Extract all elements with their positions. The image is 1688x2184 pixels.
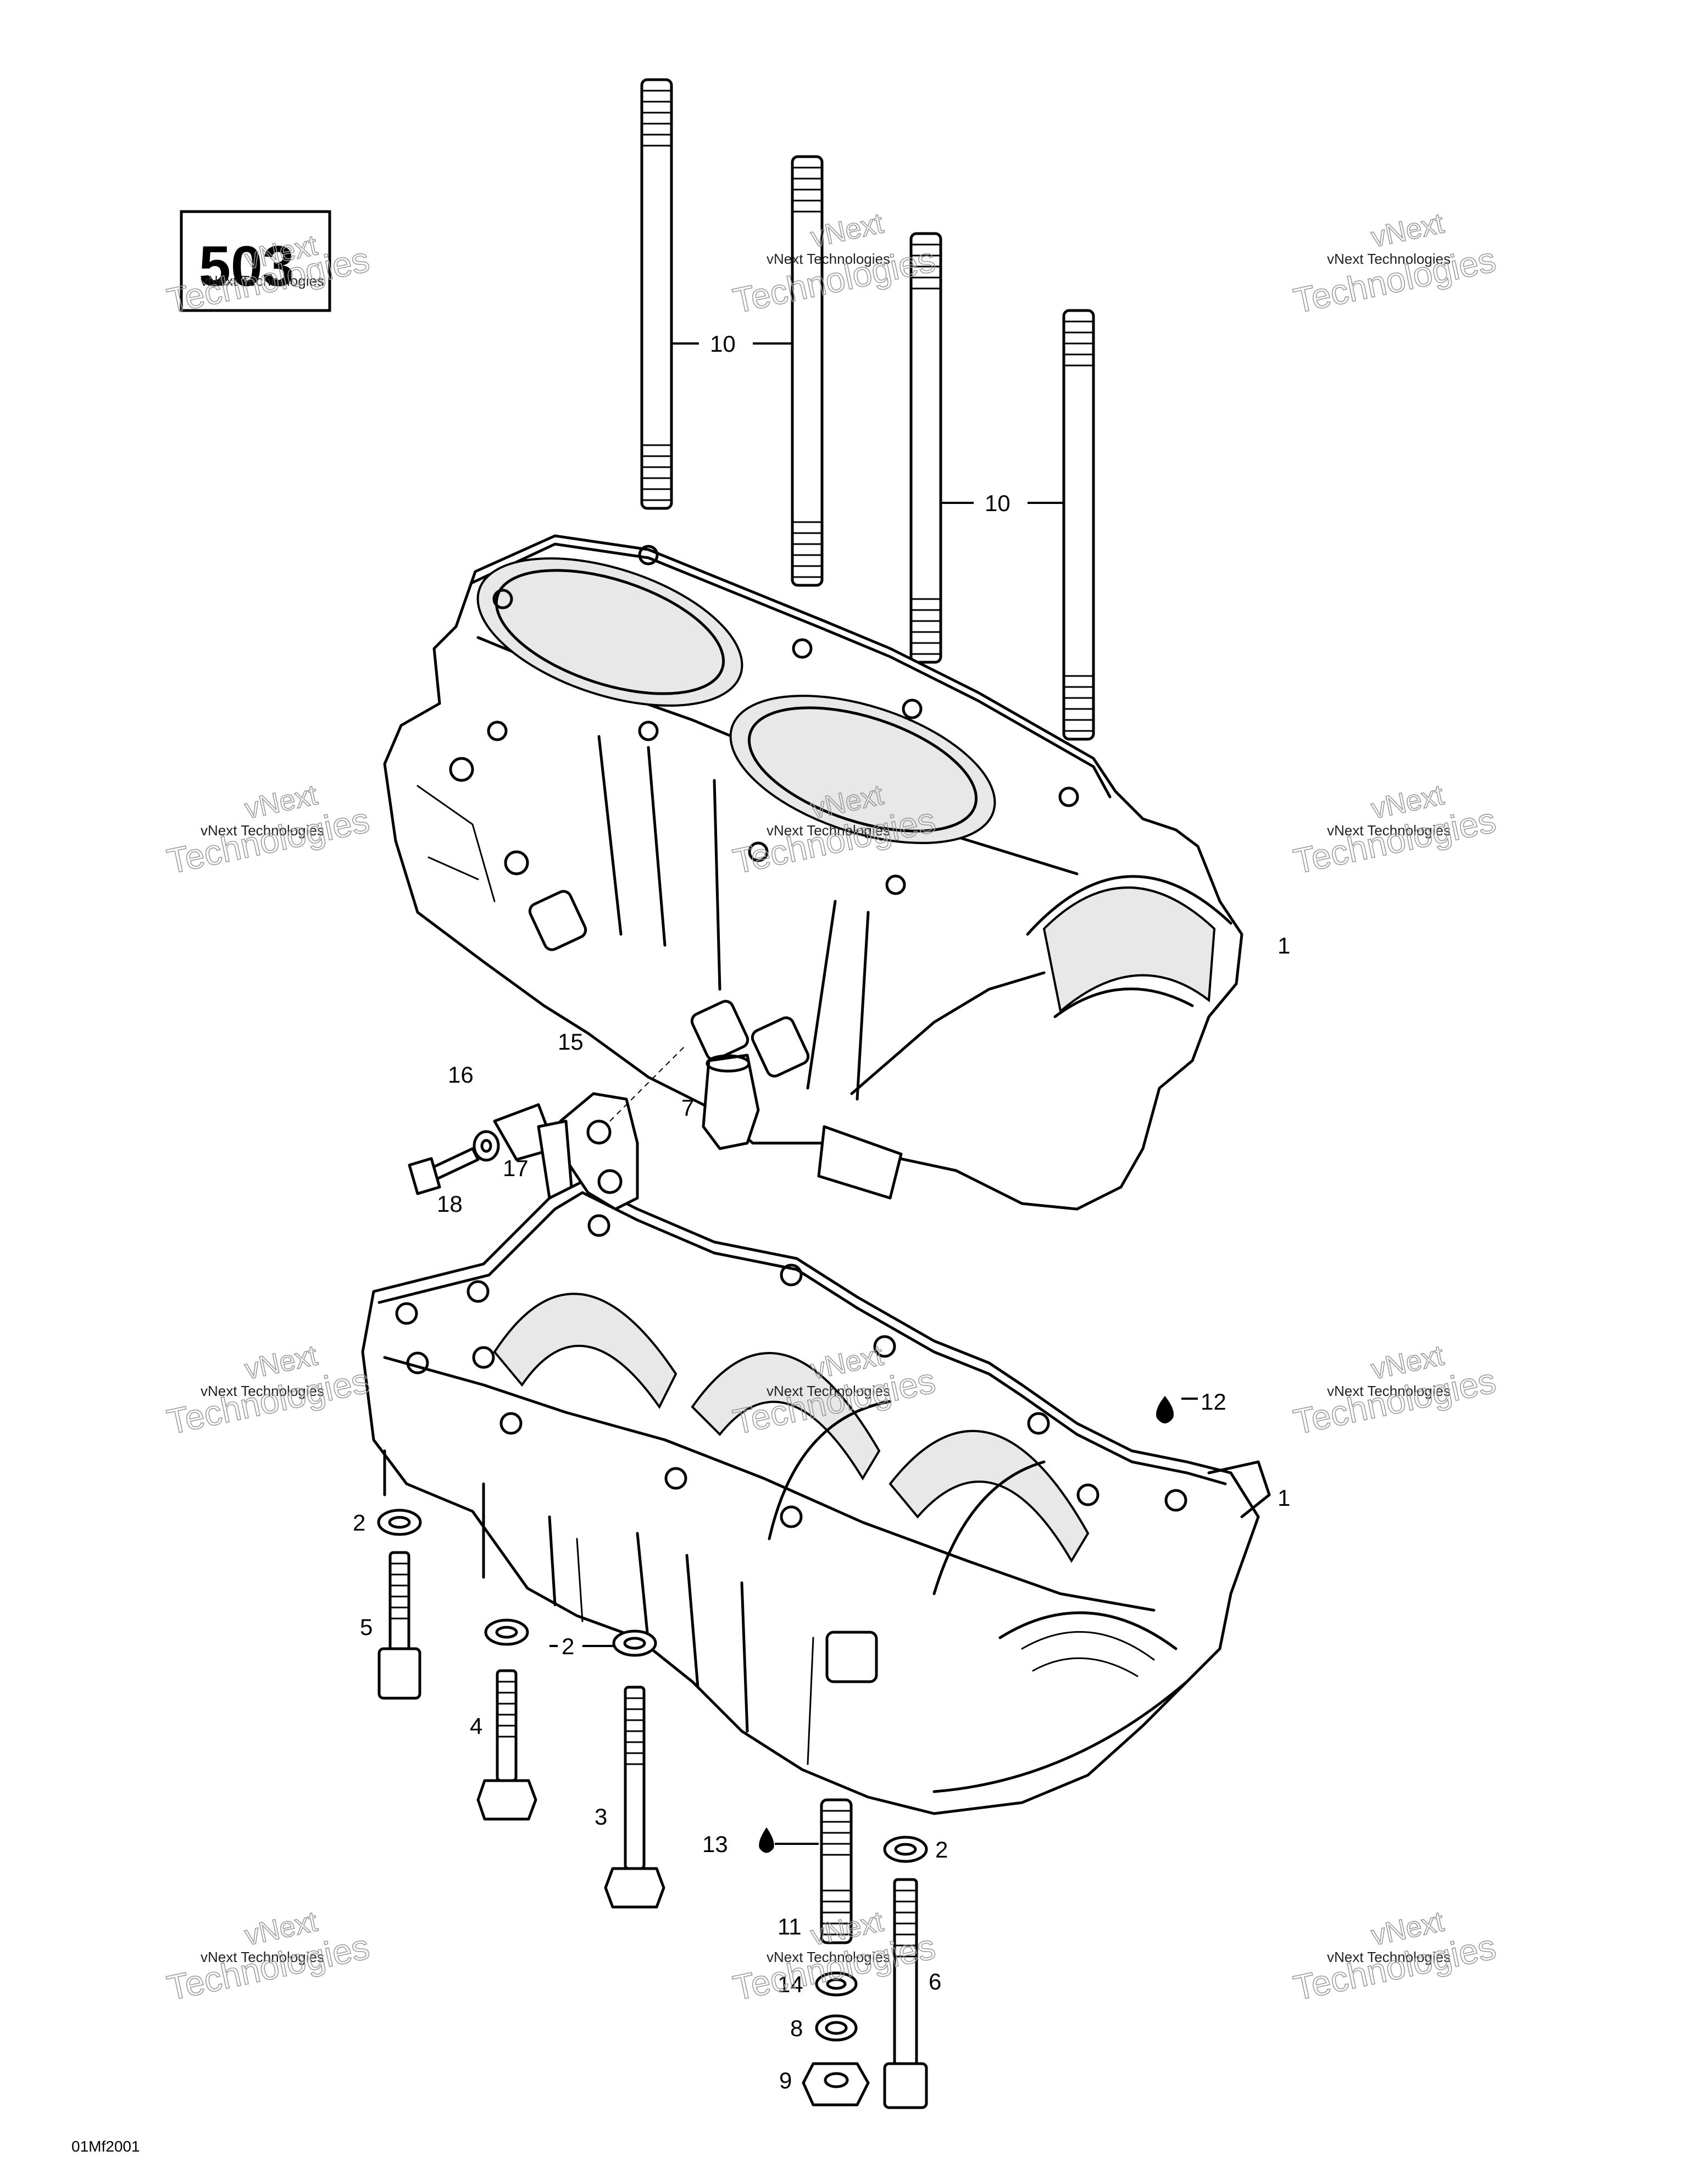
watermark-line: vNext Technologies xyxy=(201,1383,324,1399)
watermark: vNext Technologies vNext Technologies xyxy=(163,778,373,882)
bolt-4 xyxy=(476,1669,537,1821)
model-number-box: 503 xyxy=(180,210,331,312)
callout-2-c: 2 xyxy=(935,1837,948,1863)
callout-7: 7 xyxy=(681,1095,694,1121)
washer-2-c xyxy=(612,1629,657,1657)
watermark-line: vNext Technologies xyxy=(201,273,324,289)
nut-9 xyxy=(802,2062,870,2107)
watermark-line: vNext Technologies xyxy=(1327,1383,1451,1399)
watermark: vNext Technologies vNext Technologies xyxy=(163,1905,373,2008)
stud-1 xyxy=(640,78,673,510)
watermark: vNext Technologies vNext Technologies xyxy=(1290,207,1500,321)
callout-17: 17 xyxy=(503,1155,529,1181)
watermark: vNext Technologies vNext Technologies xyxy=(1290,1339,1500,1442)
watermark-outline-top: vNext xyxy=(1368,207,1447,253)
watermark-line: vNext Technologies xyxy=(1327,251,1451,267)
watermark-line: vNext Technologies xyxy=(767,251,890,267)
callout-4: 4 xyxy=(470,1713,482,1739)
callout-1-upper: 1 xyxy=(1278,933,1290,958)
washer-2-b xyxy=(484,1618,529,1646)
watermark-line: vNext Technologies xyxy=(767,1949,890,1965)
callout-16: 16 xyxy=(448,1062,474,1088)
watermark-line: vNext Technologies xyxy=(1327,1949,1451,1965)
clip-16 xyxy=(493,1103,573,1200)
lock-washer-8 xyxy=(815,2014,858,2042)
stud-11 xyxy=(820,1798,853,1944)
bolt-18 xyxy=(408,1147,480,1195)
watermark-line: vNext Technologies xyxy=(767,822,890,839)
bracket-15 xyxy=(559,1092,639,1211)
leader-lines xyxy=(549,342,1198,1845)
stud-3 xyxy=(909,232,942,664)
screw-6 xyxy=(883,1878,928,2109)
callout-9: 9 xyxy=(779,2067,792,2093)
watermark: vNext Technologies vNext Technologies xyxy=(163,1339,373,1442)
callout-12: 12 xyxy=(1201,1389,1226,1415)
callout-2-b: 2 xyxy=(562,1633,574,1659)
watermark-line: vNext Technologies xyxy=(201,1949,324,1965)
callout-13: 13 xyxy=(702,1831,728,1857)
callout-10-b: 10 xyxy=(985,490,1010,516)
callout-2-a: 2 xyxy=(353,1510,365,1536)
callout-8: 8 xyxy=(790,2015,803,2041)
model-number: 503 xyxy=(199,235,295,298)
callout-3: 3 xyxy=(595,1804,607,1830)
sealant-drop-13 xyxy=(759,1827,774,1853)
callout-10-a: 10 xyxy=(710,331,736,357)
watermark: vNext Technologies vNext Technologies xyxy=(729,207,939,321)
watermark: vNext Technologies vNext Technologies xyxy=(1290,778,1500,882)
stud-2 xyxy=(791,155,824,587)
callout-1-lower: 1 xyxy=(1278,1485,1290,1511)
upper-crankcase xyxy=(383,534,1243,1211)
watermark-line: vNext Technologies xyxy=(201,822,324,839)
callout-14: 14 xyxy=(778,1971,803,1997)
washer-2-d xyxy=(883,1836,928,1863)
watermark: vNext Technologies vNext Technologies xyxy=(1290,1905,1500,2008)
bolt-3 xyxy=(604,1686,665,1909)
watermark-line: vNext Technologies xyxy=(1327,822,1451,839)
callout-15: 15 xyxy=(558,1029,584,1055)
washer-2-a xyxy=(377,1509,422,1536)
watermark-line: vNext Technologies xyxy=(767,1383,890,1399)
figure-code: 01Mf2001 xyxy=(71,2138,140,2155)
callout-11: 11 xyxy=(778,1914,802,1939)
stud-4 xyxy=(1062,309,1095,741)
callout-6: 6 xyxy=(929,1969,941,1994)
washer-17 xyxy=(473,1130,500,1162)
sealant-drop-12 xyxy=(1156,1396,1174,1423)
callout-5: 5 xyxy=(360,1614,373,1640)
lower-crankcase xyxy=(361,1180,1271,1815)
callout-18: 18 xyxy=(437,1191,463,1217)
washer-14 xyxy=(815,1971,858,1997)
seal-7 xyxy=(702,1054,760,1150)
screw-5 xyxy=(377,1551,421,1700)
